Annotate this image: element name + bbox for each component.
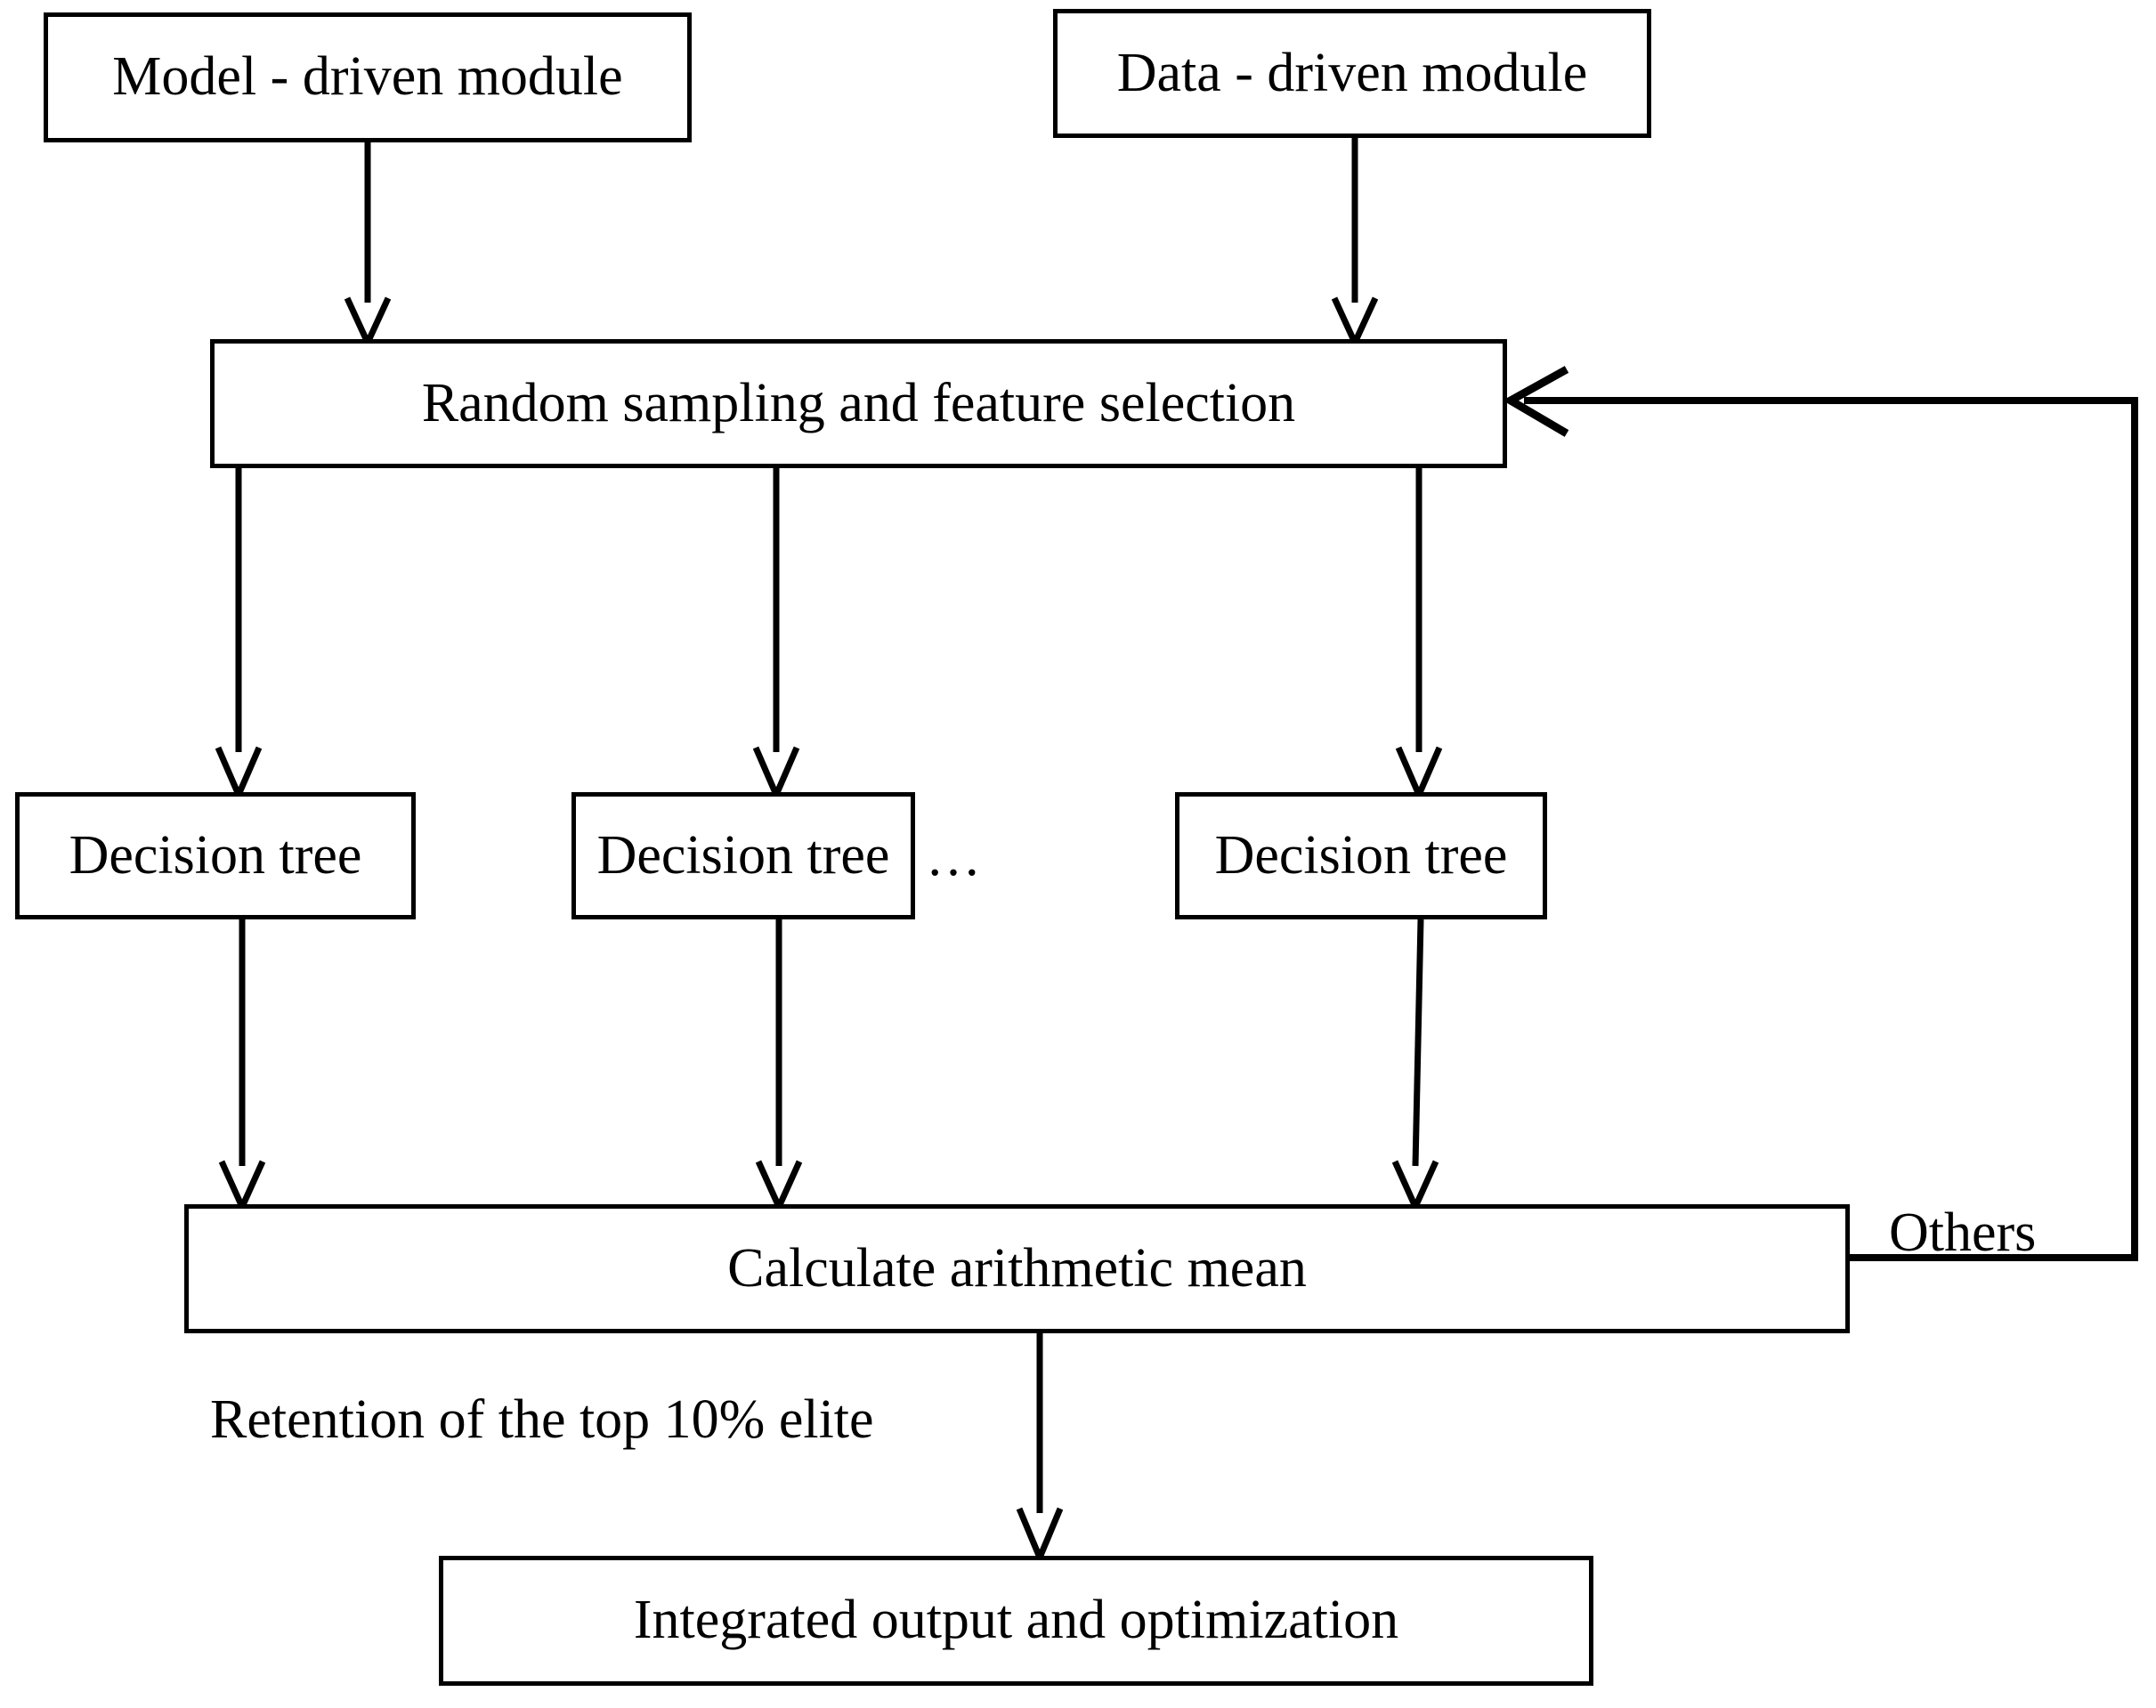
edge-model-to-sampling xyxy=(344,142,392,351)
node-label-integrated-output-and-optimization: Integrated output and optimization xyxy=(633,1590,1399,1651)
edge-tree1-to-mean xyxy=(218,919,266,1215)
node-label-model-driven-module: Model - driven module xyxy=(112,46,623,108)
edge-data-to-sampling xyxy=(1331,138,1379,351)
edge-sampling-to-tree2 xyxy=(752,468,800,803)
node-model-driven-module[interactable]: Model - driven module xyxy=(44,12,692,142)
node-label-random-sampling-and-feature-selection: Random sampling and feature selection xyxy=(421,372,1296,433)
node-decision-tree-2[interactable]: Decision tree xyxy=(571,792,915,919)
node-data-driven-module[interactable]: Data - driven module xyxy=(1053,9,1651,138)
node-label-data-driven-module: Data - driven module xyxy=(1116,42,1588,103)
edge-label-others: Others xyxy=(1889,1202,2037,1263)
edge-sampling-to-tree1 xyxy=(215,468,263,803)
node-decision-tree-1[interactable]: Decision tree xyxy=(15,792,416,919)
node-calculate-arithmetic-mean[interactable]: Calculate arithmetic mean xyxy=(184,1204,1850,1333)
node-random-sampling-and-feature-selection[interactable]: Random sampling and feature selection xyxy=(210,339,1507,468)
node-label-calculate-arithmetic-mean: Calculate arithmetic mean xyxy=(727,1237,1307,1299)
node-label-decision-tree-2: Decision tree xyxy=(596,824,890,886)
edge-mean-feedback-to-sampling xyxy=(1502,366,2138,1261)
edge-tree2-to-mean xyxy=(755,919,803,1215)
node-label-decision-tree-3: Decision tree xyxy=(1214,824,1508,886)
node-decision-tree-3[interactable]: Decision tree xyxy=(1175,792,1547,919)
edge-mean-to-output xyxy=(1016,1333,1064,1566)
ellipsis-icon: … xyxy=(926,827,986,887)
node-label-decision-tree-1: Decision tree xyxy=(69,824,362,886)
edge-tree3-to-mean xyxy=(1391,919,1439,1215)
edge-sampling-to-tree3 xyxy=(1395,468,1443,803)
edge-label-retention-of-top-elite: Retention of the top 10% elite xyxy=(210,1389,874,1450)
node-integrated-output-and-optimization[interactable]: Integrated output and optimization xyxy=(439,1556,1593,1686)
